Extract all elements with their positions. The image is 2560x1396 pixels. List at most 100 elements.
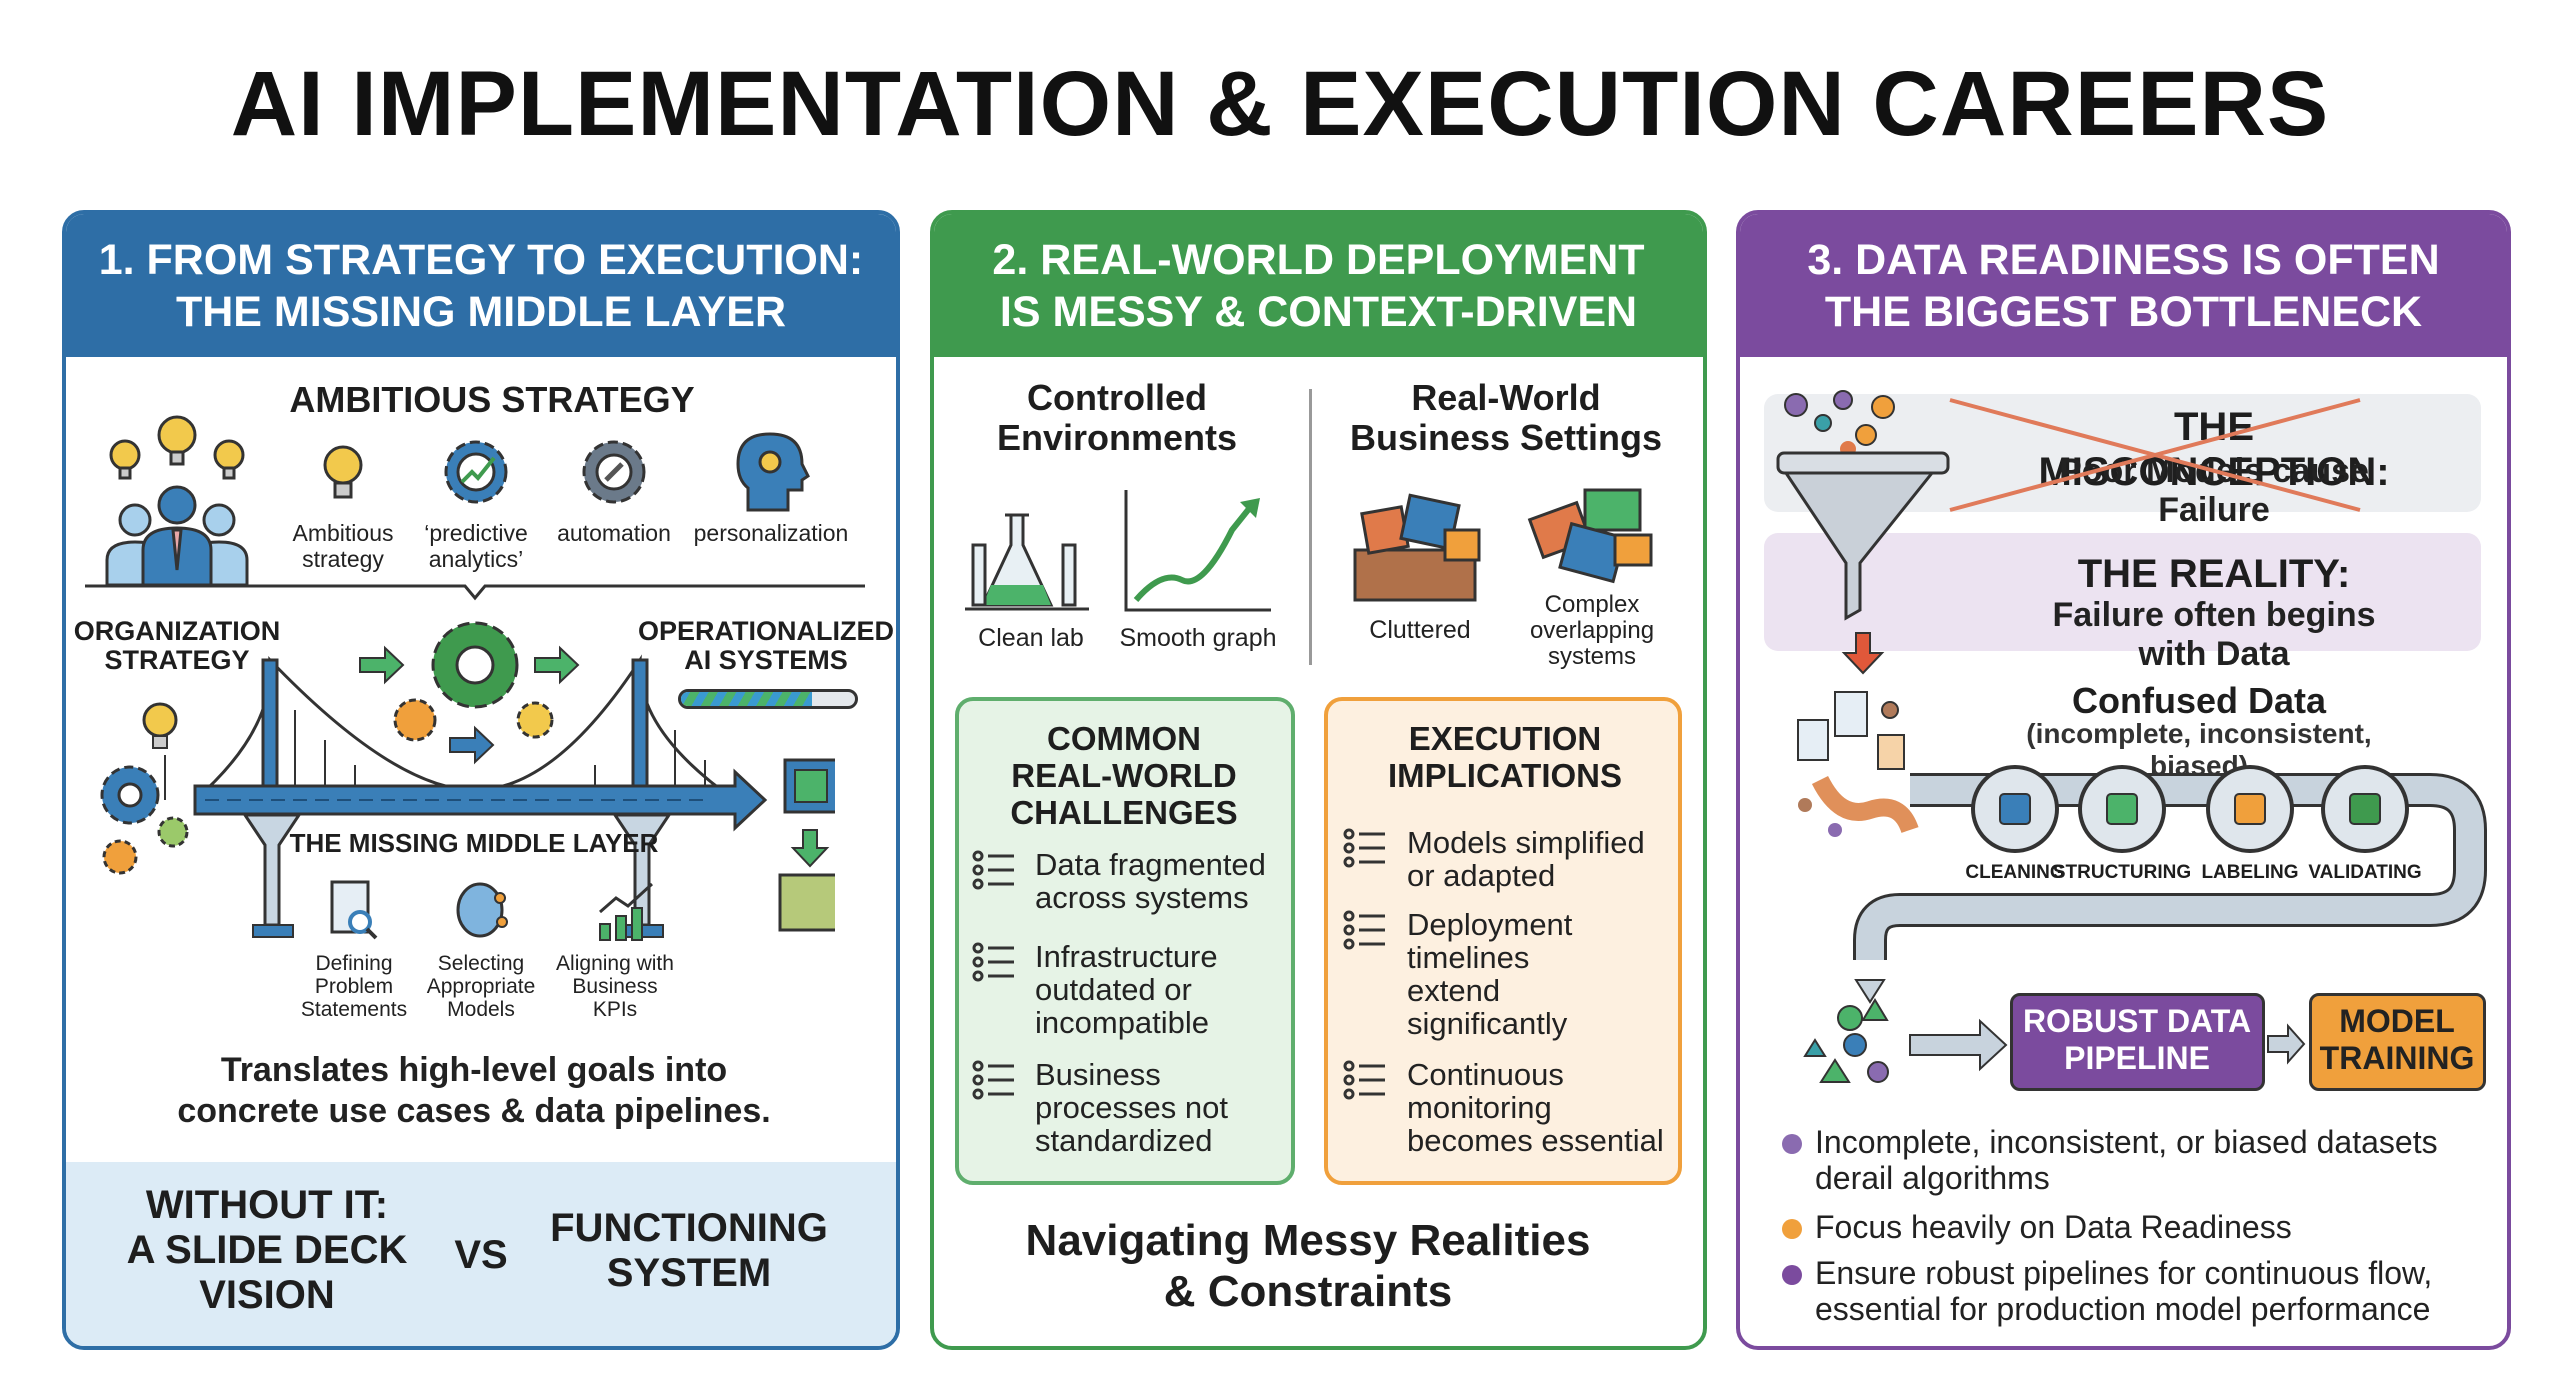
brain-network-icon — [456, 882, 508, 938]
step-label: CLEANING — [1965, 862, 2065, 883]
operationalized-ai-label: OPERATIONALIZED AI SYSTEMS — [638, 616, 894, 675]
automation-gear-icon — [582, 440, 646, 504]
arrow-icon — [359, 645, 405, 685]
cluttered-desk-icon — [1353, 493, 1481, 602]
reality-title: THE REALITY: — [2077, 552, 2351, 596]
bullet-dot — [1782, 1219, 1802, 1239]
step-glyph — [2106, 793, 2138, 825]
arrow-icon — [1909, 1018, 2008, 1072]
down-arrow-icon — [790, 829, 830, 868]
list-icon — [1343, 1060, 1387, 1100]
navigating-caption: Navigating Messy Realities & Constraints — [1025, 1216, 1591, 1316]
lab-flask-icon — [965, 513, 1089, 611]
step-label: STRUCTURING — [2052, 862, 2192, 883]
cluttered-label: Cluttered — [1369, 616, 1471, 644]
arrow-icon — [2267, 1023, 2306, 1065]
step-label: VALIDATING — [2308, 862, 2422, 883]
strategy-item-label: personalization — [693, 520, 849, 546]
team-ideas-icon — [105, 415, 249, 585]
growth-chart-icon — [599, 882, 654, 941]
reality-text: Failure often begins with Data — [2052, 596, 2376, 673]
strategy-item-label: ‘predictive analytics’ — [424, 520, 528, 572]
step-label: LABELING — [2201, 862, 2299, 883]
comparison-band — [66, 1162, 896, 1346]
data-pipeline-illustration — [1797, 691, 2487, 1083]
list-item: Deployment timelines extend significantl… — [1407, 907, 1573, 1041]
arrow-icon — [534, 645, 580, 685]
step-glyph — [1999, 793, 2031, 825]
arrow-icon — [449, 725, 495, 765]
list-icon — [1343, 910, 1387, 950]
bullet-text: Incomplete, inconsistent, or biased data… — [1815, 1124, 2438, 1196]
panel-3-heading: 3. DATA READINESS IS OFTEN THE BIGGEST B… — [1740, 214, 2507, 357]
confused-data-title: Confused Data — [2071, 680, 2327, 721]
gear-icon — [157, 816, 189, 848]
implications-box — [1324, 697, 1682, 1185]
document-search-icon — [330, 880, 378, 940]
strategy-item-label: Ambitious strategy — [292, 520, 394, 572]
gear-icon — [102, 839, 138, 875]
step-glyph — [2234, 793, 2266, 825]
shapes-cluster — [1803, 998, 1889, 1083]
box-icon — [778, 873, 835, 932]
panel-2-heading: 2. REAL-WORLD DEPLOYMENT IS MESSY & CONT… — [934, 214, 1703, 357]
ambitious-strategy-heading: AMBITIOUS STRATEGY — [289, 379, 695, 420]
panel-1-heading: 1. FROM STRATEGY TO EXECUTION: THE MISSI… — [66, 214, 896, 357]
complex-systems-icon — [1527, 488, 1653, 584]
operationalization-progress-bar — [678, 689, 858, 709]
list-item: Infrastructure outdated or incompatible — [1035, 939, 1218, 1040]
messy-documents-icon — [1797, 691, 1919, 837]
robust-pipeline-box — [2010, 993, 2265, 1091]
predictive-gear-icon — [444, 440, 508, 504]
model-training-label: MODEL TRAINING — [2319, 1003, 2475, 1076]
lightbulb-icon — [323, 445, 363, 499]
head-gear-icon — [736, 432, 810, 512]
robust-pipeline-label: ROBUST DATA PIPELINE — [2022, 1003, 2252, 1076]
vs-label: VS — [454, 1233, 508, 1277]
list-icon — [972, 942, 1016, 982]
middle-item-label: Aligning with Business KPIs — [556, 952, 674, 1021]
list-icon — [1343, 828, 1387, 868]
progress-fill — [681, 692, 812, 706]
panel-strategy-to-execution: 1. FROM STRATEGY TO EXECUTION: THE MISSI… — [62, 210, 900, 1350]
controlled-environments-heading: Controlled Environments — [996, 377, 1238, 458]
misconception-text: Poor Models cause Failure — [2059, 452, 2369, 529]
bullet-dot — [1782, 1265, 1802, 1285]
list-icon — [972, 850, 1016, 890]
middle-item-label: Defining Problem Statements — [300, 952, 408, 1021]
implications-heading: EXECUTION IMPLICATIONS — [1387, 720, 1623, 794]
bridge-illustration — [100, 621, 835, 938]
challenges-heading: COMMON REAL-WORLD CHALLENGES — [1010, 720, 1238, 831]
reality-box — [1764, 533, 2481, 651]
bullet-text: Ensure robust pipelines for continuous f… — [1815, 1255, 2433, 1327]
step-glyph — [2349, 793, 2381, 825]
middle-item-label: Selecting Appropriate Models — [426, 952, 536, 1021]
funnel-icon — [1776, 390, 1950, 675]
complex-systems-label: Complex overlapping systems — [1529, 591, 1655, 670]
vertical-divider — [1309, 389, 1312, 665]
list-item: Models simplified or adapted — [1407, 825, 1645, 893]
list-item: Continuous monitoring becomes essential — [1407, 1057, 1664, 1158]
gear-icon — [516, 701, 554, 739]
list-item: Business processes not standardized — [1035, 1057, 1228, 1158]
cross-out-icon — [1949, 398, 2361, 512]
model-training-box — [2309, 993, 2486, 1091]
organization-strategy-label: ORGANIZATION STRATEGY — [73, 616, 281, 675]
page-title: AI IMPLEMENTATION & EXECUTION CAREERS — [230, 53, 2330, 155]
smooth-graph-label: Smooth graph — [1119, 624, 1277, 652]
list-icon — [972, 1060, 1016, 1100]
lightbulb-icon — [142, 702, 178, 800]
functioning-system-label: FUNCTIONING SYSTEM — [550, 1206, 828, 1295]
gear-icon — [393, 698, 437, 742]
divider-pointer — [85, 584, 865, 601]
down-arrow-icon — [1841, 632, 1885, 675]
challenges-box — [955, 697, 1295, 1185]
bullet-dot — [1782, 1134, 1802, 1154]
translates-caption: Translates high-level goals into concret… — [177, 1051, 771, 1130]
smooth-graph-icon — [1124, 490, 1271, 612]
list-item: Data fragmented across systems — [1035, 847, 1266, 915]
clean-lab-label: Clean lab — [978, 624, 1084, 652]
strategy-item-label: automation — [557, 520, 671, 546]
arrow-icon — [1854, 979, 1886, 1004]
missing-middle-label: THE MISSING MIDDLE LAYER — [289, 828, 659, 858]
